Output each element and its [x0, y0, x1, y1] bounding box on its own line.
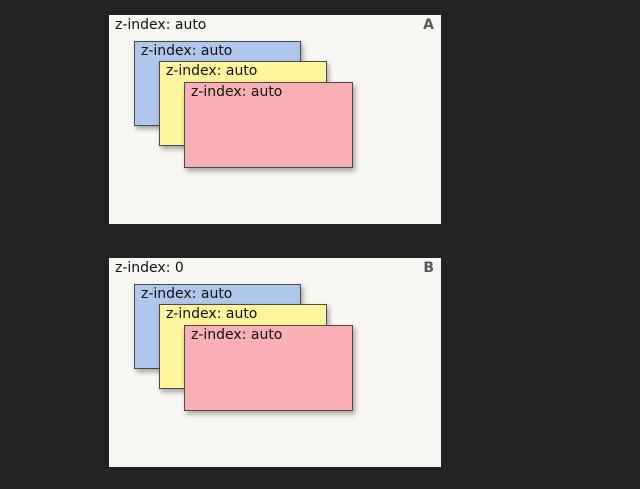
panel-b-yellow-box-label: z-index: auto	[166, 306, 258, 322]
panel-a-yellow-box-label: z-index: auto	[166, 63, 258, 79]
panel-b-pink-box: z-index: auto	[184, 325, 353, 411]
panel-a-letter: A	[423, 17, 434, 33]
panel-b-blue-box-label: z-index: auto	[141, 286, 233, 302]
panel-a-pink-box-label: z-index: auto	[191, 84, 283, 100]
panel-a-label: z-index: auto	[115, 17, 207, 33]
panel-b: z-index: 0 B z-index: auto z-index: auto…	[109, 258, 441, 467]
panel-b-pink-box-label: z-index: auto	[191, 327, 283, 343]
panel-b-letter: B	[423, 260, 434, 276]
panel-a-pink-box: z-index: auto	[184, 82, 353, 168]
panel-a-blue-box-label: z-index: auto	[141, 43, 233, 59]
panel-a: z-index: auto A z-index: auto z-index: a…	[109, 15, 441, 224]
panel-b-label: z-index: 0	[115, 260, 184, 276]
